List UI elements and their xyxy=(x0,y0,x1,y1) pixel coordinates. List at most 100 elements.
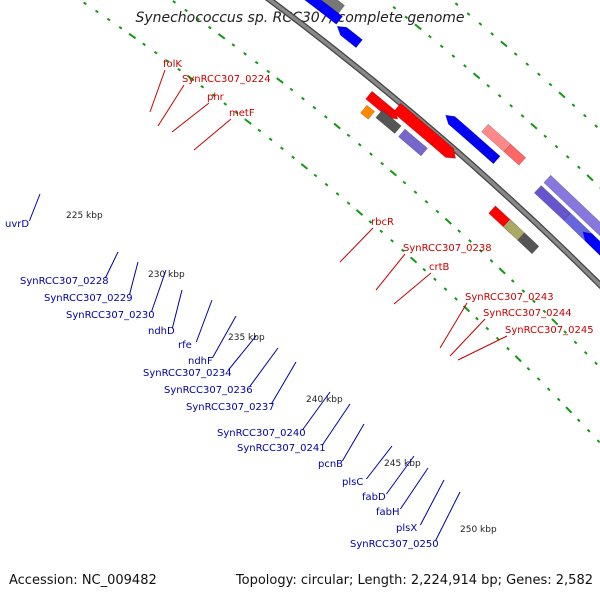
leader-line xyxy=(248,347,279,388)
track-tick xyxy=(451,54,456,58)
track-tick xyxy=(313,173,318,178)
accession-text: Accession: NC_009482 xyxy=(9,573,157,588)
leader-line xyxy=(385,455,415,495)
track-tick xyxy=(525,62,530,66)
track-tick xyxy=(223,102,228,106)
track-tick xyxy=(424,200,429,204)
gene-feature xyxy=(320,0,346,14)
track-tick xyxy=(389,169,398,177)
track-tick xyxy=(536,377,541,381)
track-tick xyxy=(548,82,553,87)
track-tick xyxy=(243,52,247,56)
leader-line xyxy=(449,318,486,357)
reverse-gene-label: pcnB xyxy=(318,459,343,470)
track-tick xyxy=(291,155,296,160)
track-tick xyxy=(207,25,212,30)
forward-gene-label: SynRCC307_0245 xyxy=(505,325,594,336)
forward-gene-label: SynRCC307_0244 xyxy=(483,308,572,319)
track-tick xyxy=(454,2,459,6)
track-tick xyxy=(563,330,568,334)
reverse-gene-label: SynRCC307_0230 xyxy=(66,310,155,321)
track-tick xyxy=(234,110,239,115)
track-tick xyxy=(510,279,515,283)
reverse-gene-label: fabD xyxy=(362,492,386,503)
reverse-gene-label: ndhD xyxy=(148,326,175,337)
track-tick xyxy=(485,326,490,331)
gene-feature xyxy=(398,128,428,157)
gene-feature xyxy=(375,109,402,134)
track-tick xyxy=(128,32,137,40)
track-tick xyxy=(514,355,522,363)
leader-line xyxy=(341,423,365,462)
track-tick xyxy=(409,256,418,264)
track-tick xyxy=(217,33,226,40)
track-tick xyxy=(333,122,341,130)
track-tick xyxy=(543,134,548,139)
track-tick xyxy=(106,17,111,22)
track-tick xyxy=(498,267,506,275)
scale-label: 250 kbp xyxy=(460,525,497,535)
track-tick xyxy=(497,93,502,98)
track-tick xyxy=(300,163,309,170)
track-tick xyxy=(475,316,479,321)
track-tick xyxy=(83,1,87,6)
track-tick xyxy=(558,91,566,99)
leader-line xyxy=(149,69,166,113)
track-tick xyxy=(526,367,531,371)
track-tick xyxy=(596,439,600,444)
track-tick xyxy=(118,26,123,30)
scale-label: 225 kbp xyxy=(66,211,103,221)
leader-line xyxy=(157,84,185,127)
track-tick xyxy=(500,40,508,48)
track-tick xyxy=(565,406,573,414)
track-tick xyxy=(346,133,351,138)
track-tick xyxy=(443,287,448,291)
track-tick xyxy=(196,17,200,21)
track-tick xyxy=(433,277,437,282)
leader-line xyxy=(171,102,210,133)
track-tick xyxy=(184,8,188,13)
reverse-gene-label: SynRCC307_0241 xyxy=(237,443,326,454)
leader-line xyxy=(150,269,167,313)
track-tick xyxy=(444,217,452,225)
leader-line xyxy=(375,253,406,291)
track-tick xyxy=(576,418,581,423)
track-tick xyxy=(583,113,587,118)
track-tick xyxy=(94,9,99,14)
track-tick xyxy=(414,23,422,31)
track-tick xyxy=(521,289,526,293)
track-tick xyxy=(404,15,409,20)
track-tick xyxy=(211,93,216,98)
track-tick xyxy=(165,59,170,63)
gene-feature xyxy=(503,143,527,166)
track-tick xyxy=(355,209,364,216)
track-tick xyxy=(231,43,236,47)
track-tick xyxy=(457,229,462,233)
track-tick xyxy=(468,239,472,243)
track-tick xyxy=(463,64,467,68)
leader-line xyxy=(419,479,445,526)
track-tick xyxy=(486,83,491,88)
reverse-gene-label: SynRCC307_0250 xyxy=(350,539,439,550)
track-tick xyxy=(472,72,481,80)
dotted-track-lines xyxy=(83,0,600,444)
track-tick xyxy=(520,114,525,118)
track-tick xyxy=(422,267,427,272)
gene-feature xyxy=(543,174,600,237)
track-tick xyxy=(357,142,362,147)
track-tick xyxy=(435,209,440,214)
reverse-gene-label: fabH xyxy=(376,507,400,518)
track-tick xyxy=(586,174,594,182)
reverse-gene-label: SynRCC307_0229 xyxy=(44,293,133,304)
track-tick xyxy=(200,84,205,89)
gene-feature xyxy=(316,2,343,25)
track-tick xyxy=(466,12,471,16)
reverse-gene-label: SynRCC307_0240 xyxy=(217,428,306,439)
leader-line xyxy=(171,289,183,329)
track-tick xyxy=(565,155,570,159)
track-tick xyxy=(577,165,581,170)
leader-line xyxy=(393,272,432,305)
reverse-gene-label: SynRCC307_0237 xyxy=(186,402,275,413)
